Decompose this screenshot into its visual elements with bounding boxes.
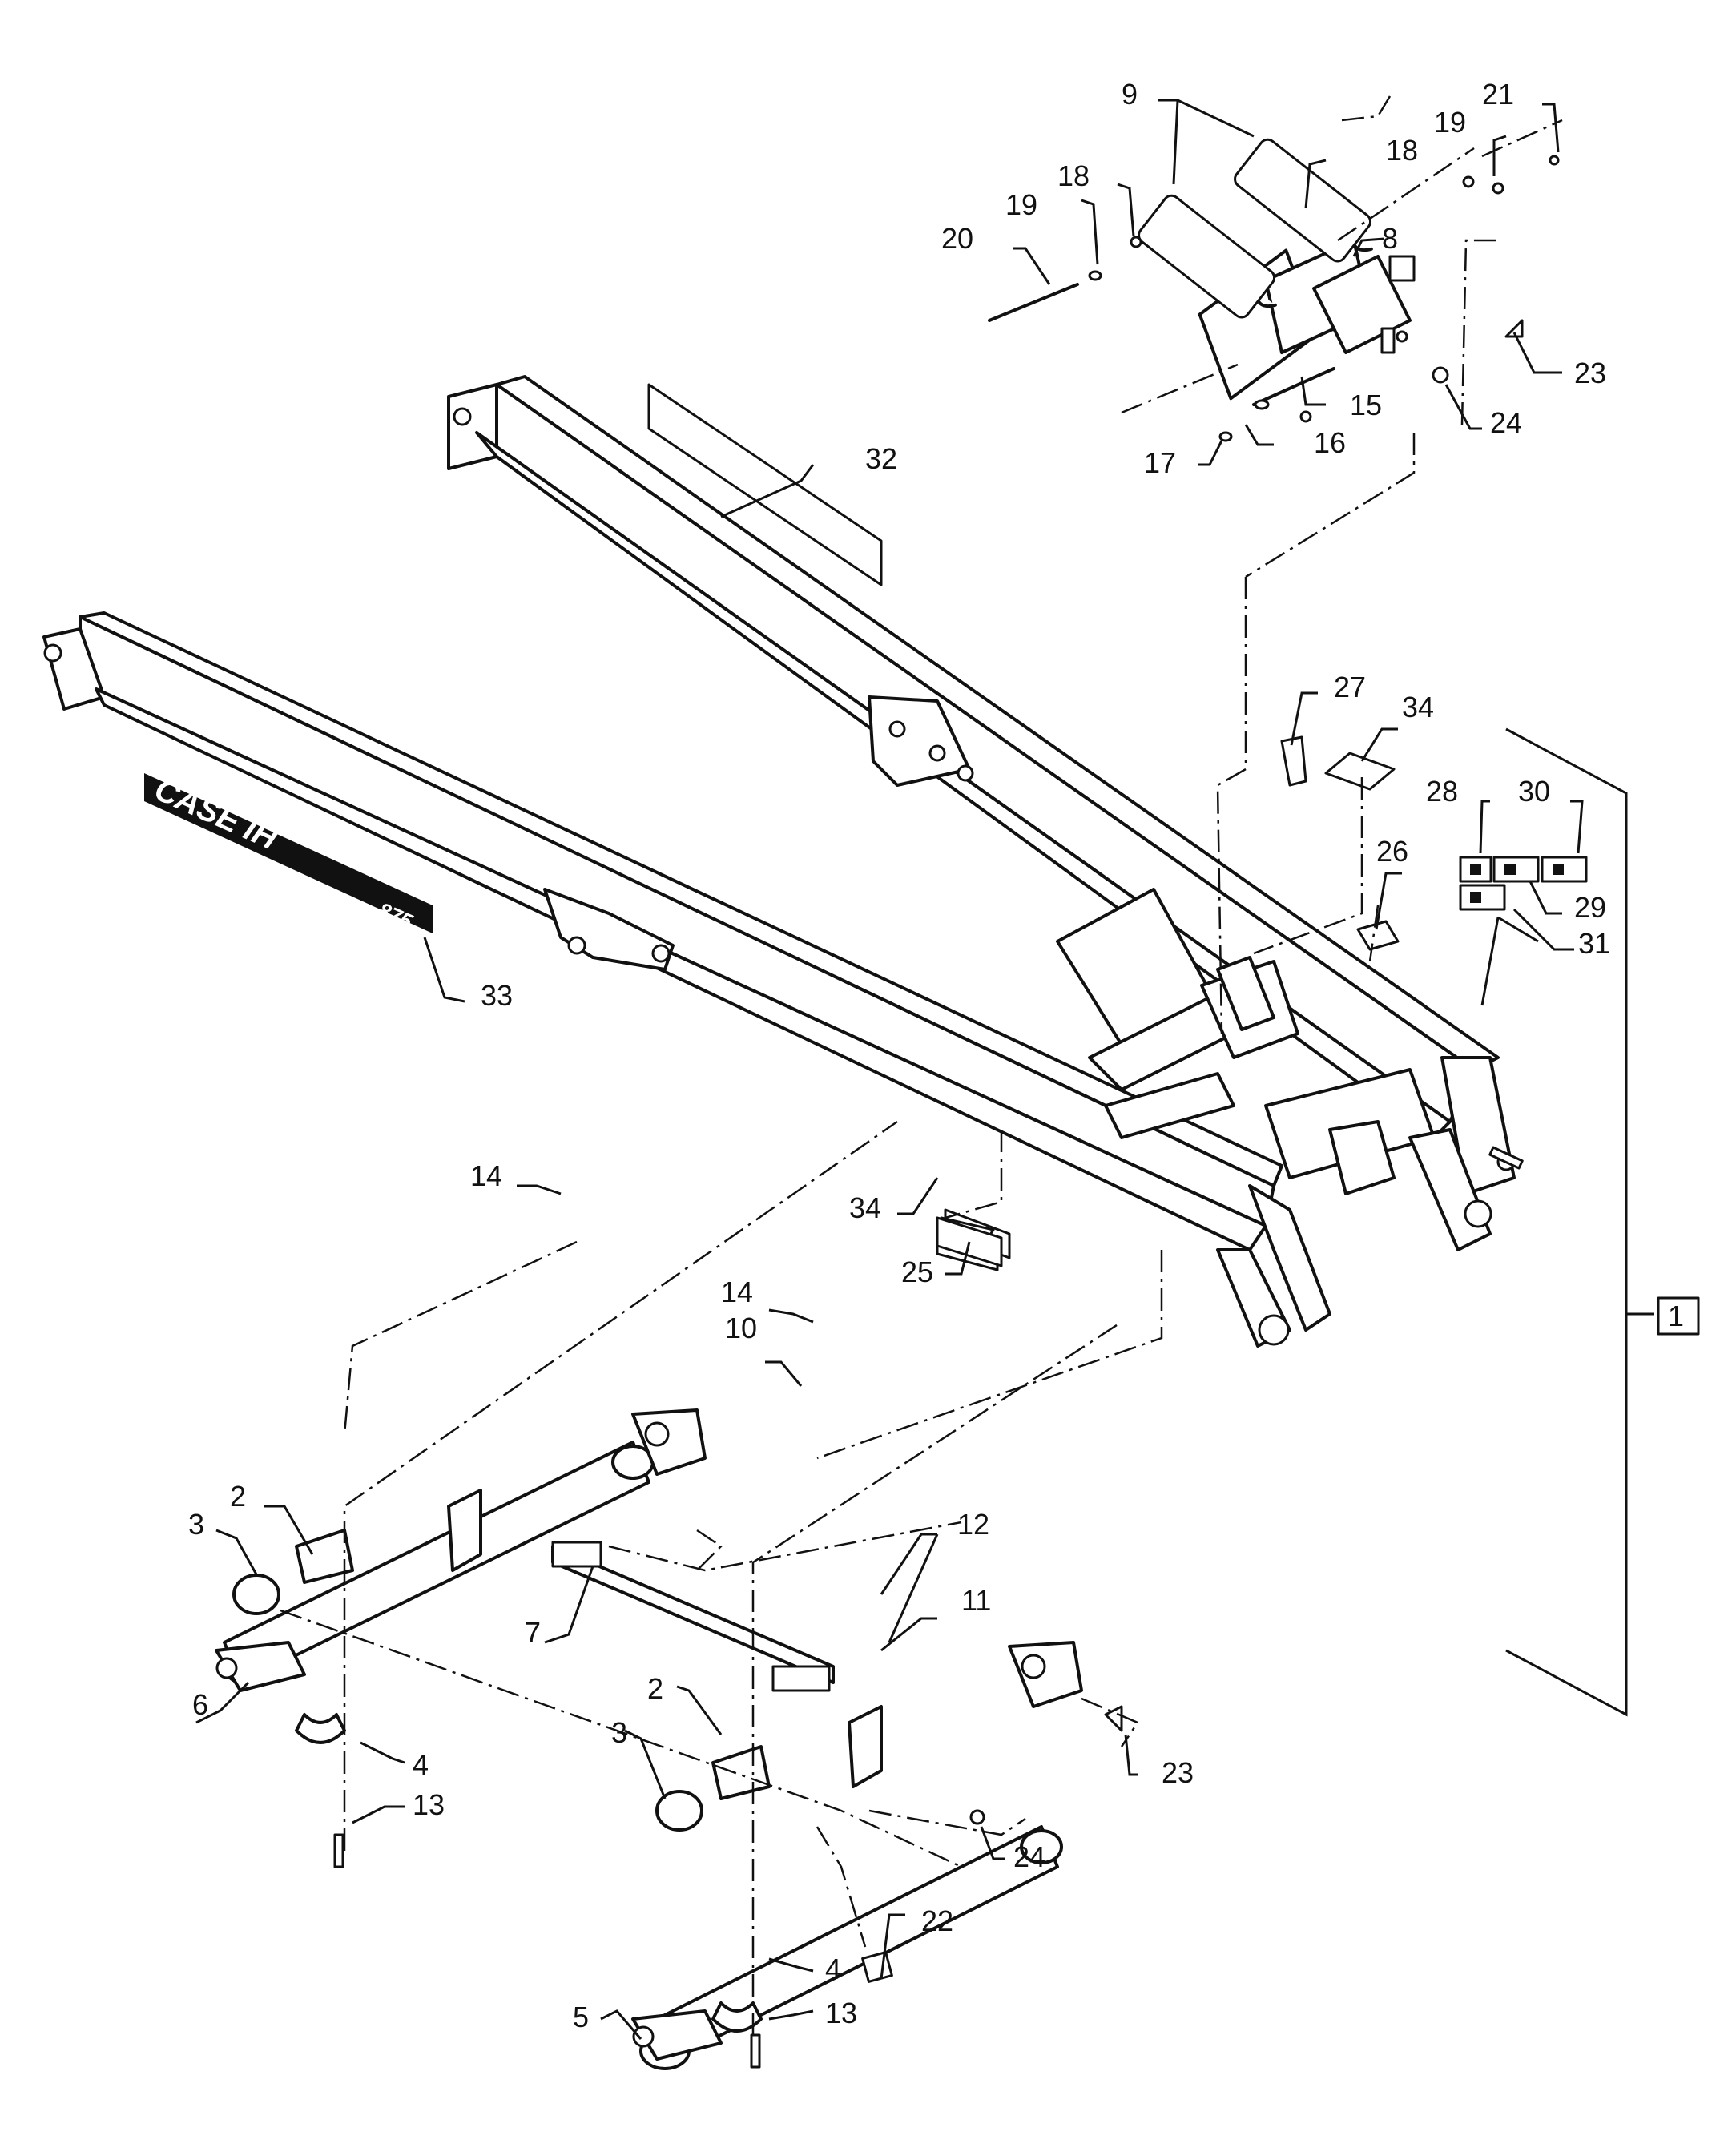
callout-28: 28 [1426,775,1458,808]
callout-19b: 19 [1434,106,1466,139]
callout-3a: 3 [188,1508,204,1541]
callout-24a: 24 [1490,406,1522,439]
callout-23b: 23 [1162,1756,1194,1789]
upper-frame-beam [447,375,1500,1139]
callout-12: 12 [957,1508,989,1541]
axle-assembly-lower [631,1641,1123,2070]
spring-assembly [988,138,1560,442]
callout-18b: 18 [1386,134,1418,167]
callout-33: 33 [481,979,513,1012]
brand-decal-text: CASE IH [149,772,283,857]
callout-3b: 3 [611,1716,627,1749]
callout-11: 11 [961,1584,991,1617]
callout-10: 10 [725,1312,757,1344]
callout-20: 20 [941,222,973,255]
callout-8: 8 [1382,222,1398,255]
callout-25: 25 [901,1255,933,1288]
callout-4a: 4 [413,1748,429,1781]
callout-34b: 34 [849,1191,881,1224]
callout-34a: 34 [1402,691,1434,723]
callout-13b: 13 [825,1997,857,2029]
callout-23a: 23 [1574,357,1606,389]
reference-bracket [1505,727,1700,1717]
callout-18a: 18 [1057,159,1090,192]
callout-16: 16 [1314,426,1346,459]
callout-24b: 24 [1013,1840,1045,1873]
callout-21: 21 [1482,78,1514,111]
callout-22: 22 [921,1904,953,1937]
callout-14b: 14 [721,1276,753,1308]
linkage-bar [551,1541,835,1692]
callout-6: 6 [192,1688,208,1721]
callout-31: 31 [1578,927,1610,960]
callout-1: 1 [1668,1300,1684,1332]
callout-15: 15 [1350,389,1382,421]
callout-2b: 2 [647,1672,663,1705]
callout-13a: 13 [413,1788,445,1821]
callout-5: 5 [573,2001,589,2033]
lower-frame-beam [42,611,1331,1348]
callout-32: 32 [865,442,897,475]
callout-30: 30 [1518,775,1550,808]
callout-9: 9 [1122,78,1138,111]
assembly-lines [280,95,1563,2035]
callout-26: 26 [1376,835,1408,868]
decal-strip-32 [647,383,883,586]
callout-14a: 14 [470,1159,502,1192]
callout-4b: 4 [825,1953,841,1985]
callout-2a: 2 [230,1480,246,1513]
callout-19a: 19 [1005,188,1037,221]
callout-29: 29 [1574,891,1606,924]
callout-27: 27 [1334,671,1366,703]
callout-7: 7 [525,1616,541,1649]
callout-17: 17 [1144,446,1176,479]
leader-lines [195,99,1584,2040]
cross-members [1056,888,1524,1251]
axle-assembly-upper [215,1408,707,1868]
callout-labels: 1 2 2 3 3 4 4 5 6 7 8 9 10 11 12 13 13 1… [188,78,1684,2033]
